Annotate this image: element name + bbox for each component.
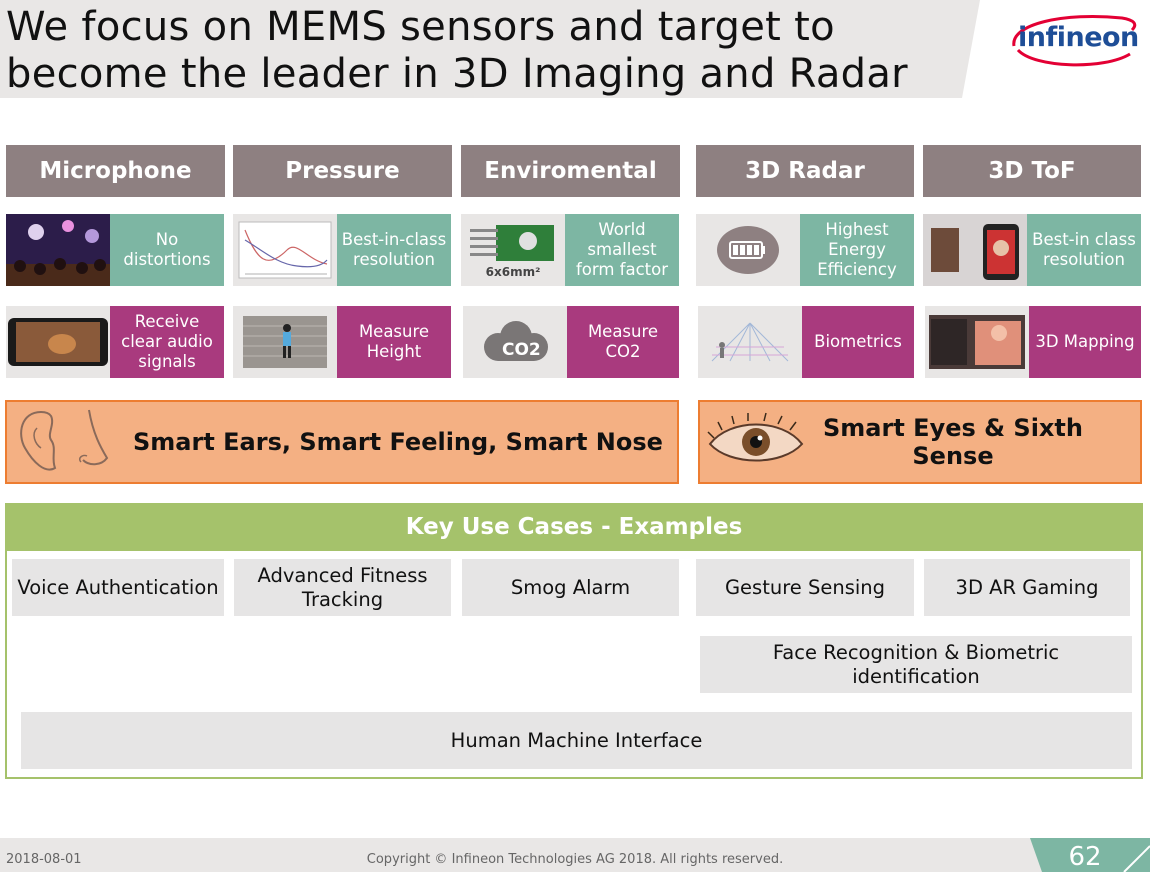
page-number: 62 — [1068, 842, 1102, 872]
slide-title-line-1: We focus on MEMS sensors and target to — [6, 4, 835, 50]
phone-face-icon — [923, 214, 1027, 286]
phone-violin-image — [6, 306, 110, 378]
tile-best-in-class-resolution: Best-in-class resolution — [233, 214, 451, 286]
corner-slash-icon — [1123, 845, 1150, 872]
tile-label: No distortions — [110, 214, 224, 286]
tile-world-smallest-form-factor: 6x6mm² World smallest form factor — [461, 214, 679, 286]
tile-label: 3D Mapping — [1029, 306, 1141, 378]
tile-measure-co2: CO2 Measure CO2 — [463, 306, 679, 378]
tile-label: Measure CO2 — [567, 306, 679, 378]
eye-icon — [707, 412, 804, 462]
concert-image — [6, 214, 110, 286]
category-3d-radar: 3D Radar — [696, 145, 914, 197]
smart-ears-text: Smart Ears, Smart Feeling, Smart Nose — [133, 428, 663, 456]
phone-violin-icon — [6, 306, 110, 378]
use-case-smog-alarm: Smog Alarm — [462, 559, 679, 616]
battery-image — [696, 214, 800, 286]
stairs-runner-icon — [243, 316, 327, 368]
tile-biometrics: Biometrics — [698, 306, 914, 378]
mapping-image — [925, 306, 1029, 378]
use-cases-heading: Key Use Cases - Examples — [5, 503, 1143, 551]
tile-highest-energy-efficiency: Highest Energy Efficiency — [696, 214, 914, 286]
footer-copyright: Copyright © Infineon Technologies AG 201… — [366, 852, 784, 867]
tile-label: Receive clear audio signals — [110, 306, 224, 378]
tile-tof-best-in-class-resolution: Best-in class resolution — [923, 214, 1141, 286]
infineon-logo: infineon — [1004, 10, 1140, 70]
slide-title: We focus on MEMS sensors and target to b… — [6, 4, 956, 98]
use-case-human-machine-interface: Human Machine Interface — [21, 712, 1132, 769]
logo-swoosh-icon — [1012, 14, 1137, 67]
pressure-graph-image — [233, 214, 337, 286]
co2-icon-text: CO2 — [502, 340, 541, 360]
use-case-fitness-tracking: Advanced Fitness Tracking — [234, 559, 451, 616]
category-environmental: Enviromental — [461, 145, 680, 197]
mapping-icon — [929, 315, 1025, 369]
use-case-face-recognition: Face Recognition & Biometric identificat… — [700, 636, 1132, 693]
tile-label: Highest Energy Efficiency — [800, 214, 914, 286]
logo-text: infineon — [1018, 22, 1139, 53]
smart-eyes-text: Smart Eyes & Sixth Sense — [823, 414, 1083, 470]
use-case-3d-ar-gaming: 3D AR Gaming — [924, 559, 1130, 616]
concert-icon — [6, 214, 110, 286]
tile-measure-height: Measure Height — [233, 306, 451, 378]
slide-title-line-2: become the leader in 3D Imaging and Rada… — [6, 51, 908, 97]
category-3d-tof: 3D ToF — [923, 145, 1141, 197]
tile-label: Best-in-class resolution — [337, 214, 451, 286]
graph-icon — [238, 221, 332, 279]
use-case-voice-authentication: Voice Authentication — [12, 559, 224, 616]
tof-phone-image — [923, 214, 1027, 286]
stairs-runner-image — [233, 306, 337, 378]
tile-3d-mapping: 3D Mapping — [925, 306, 1141, 378]
sensor-chip-icon — [470, 225, 554, 261]
tile-label: Best-in class resolution — [1027, 214, 1141, 286]
tile-label: World smallest form factor — [565, 214, 679, 286]
use-case-gesture-sensing: Gesture Sensing — [696, 559, 914, 616]
radar-pattern-icon — [711, 322, 789, 362]
category-pressure: Pressure — [233, 145, 452, 197]
tile-label: Biometrics — [802, 306, 914, 378]
tile-label: Measure Height — [337, 306, 451, 378]
category-microphone: Microphone — [6, 145, 225, 197]
sensor-chip-image: 6x6mm² — [461, 214, 565, 286]
battery-icon — [717, 226, 779, 274]
footer-bar — [0, 838, 1150, 872]
smart-eyes-box: Smart Eyes & Sixth Sense — [698, 400, 1142, 484]
tile-receive-clear-audio: Receive clear audio signals — [6, 306, 224, 378]
title-band — [0, 0, 980, 98]
ear-nose-icon — [20, 409, 109, 471]
smart-ears-box: Smart Ears, Smart Feeling, Smart Nose — [5, 400, 679, 484]
co2-cloud-image: CO2 — [463, 306, 567, 378]
chip-size-caption: 6x6mm² — [485, 265, 541, 279]
tile-no-distortions: No distortions — [6, 214, 224, 286]
co2-cloud-icon: CO2 — [484, 321, 548, 361]
footer-date: 2018-08-01 — [6, 852, 82, 867]
radar-pattern-image — [698, 306, 802, 378]
